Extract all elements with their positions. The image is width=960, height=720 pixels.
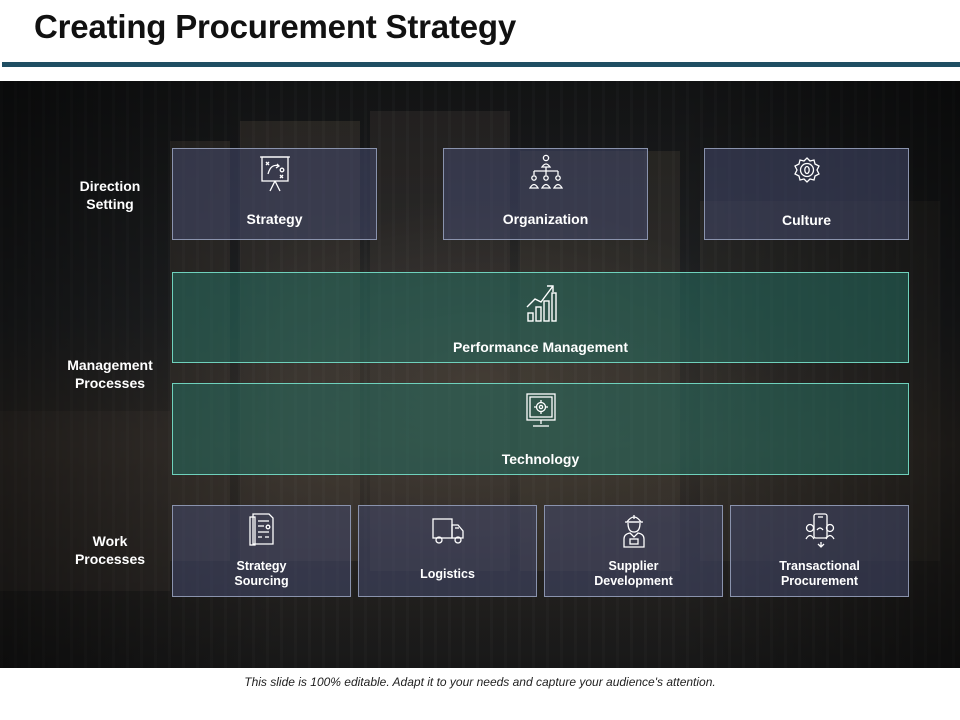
title-underline xyxy=(2,62,960,67)
box-supplier-development: Supplier Development xyxy=(544,505,723,597)
row-label-direction: Direction Setting xyxy=(79,178,141,212)
box-organization: Organization xyxy=(443,148,648,240)
box-label: Logistics xyxy=(420,567,475,581)
worker-icon xyxy=(622,515,645,548)
gear-icon xyxy=(793,157,820,183)
org-chart-icon xyxy=(528,154,563,189)
box-strategy-sourcing: Strategy Sourcing xyxy=(172,505,351,597)
exchange-icon xyxy=(804,513,835,548)
box-transactional-procurement: Transactional Procurement xyxy=(730,505,909,597)
box-label: Performance Management xyxy=(452,339,629,355)
truck-icon xyxy=(431,518,464,544)
row-label-work: Work Processes xyxy=(74,533,146,567)
box-label: Culture xyxy=(782,212,831,228)
box-label: Strategy Sourcing xyxy=(234,559,289,588)
box-label: Transactional Procurement xyxy=(779,559,860,588)
box-label: Strategy xyxy=(246,211,303,227)
box-strategy: Strategy xyxy=(172,148,377,240)
page-title: Creating Procurement Strategy xyxy=(34,8,516,45)
box-performance-management: Performance Management xyxy=(172,272,909,363)
box-label: Technology xyxy=(501,451,580,467)
row-label-management: Management Processes xyxy=(67,357,153,391)
monitor-gear-icon xyxy=(525,393,556,427)
box-label: Supplier Development xyxy=(594,559,673,588)
strategy-board-icon xyxy=(259,156,290,192)
background-panel: Direction Setting Management Processes W… xyxy=(0,81,960,668)
box-technology: Technology xyxy=(172,383,909,475)
footer-note: This slide is 100% editable. Adapt it to… xyxy=(244,675,716,689)
box-logistics: Logistics xyxy=(358,505,537,597)
document-icon xyxy=(248,513,274,546)
box-culture: Culture xyxy=(704,148,909,240)
box-label: Organization xyxy=(502,211,589,227)
growth-chart-icon xyxy=(526,285,557,322)
